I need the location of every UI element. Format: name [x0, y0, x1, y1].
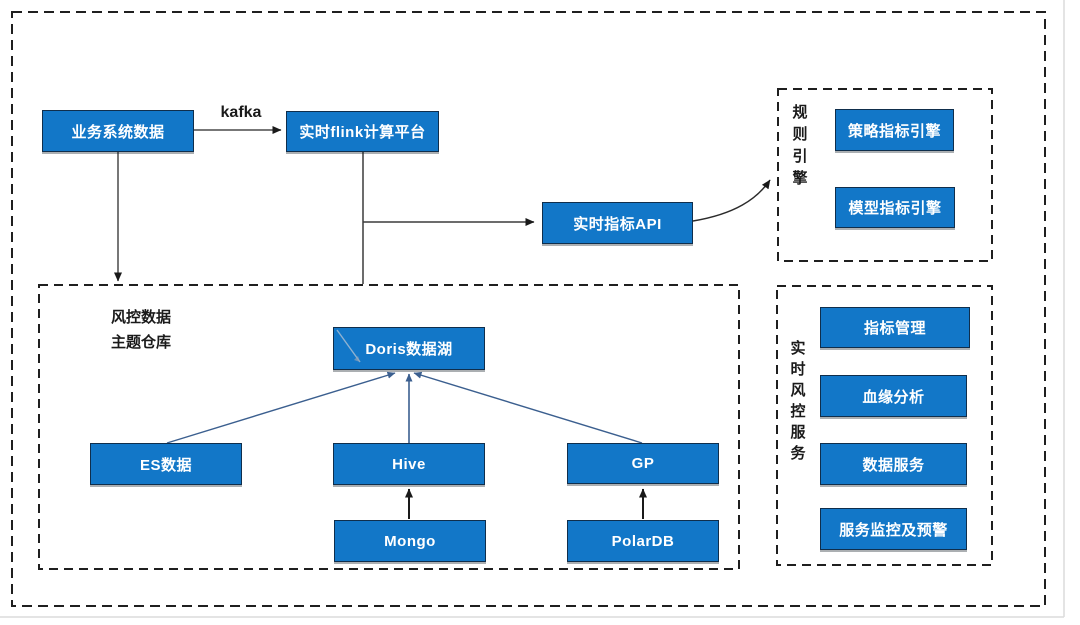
group-risk-warehouse-box: [38, 284, 740, 570]
node-polardb: PolarDB: [567, 520, 719, 562]
node-model-metric-engine: 模型指标引擎: [835, 187, 955, 228]
node-strategy-metric-engine: 策略指标引擎: [835, 109, 954, 151]
edge-label-kafka: kafka: [220, 104, 262, 121]
node-service-monitoring: 服务监控及预警: [820, 508, 967, 550]
node-es-data: ES数据: [90, 443, 242, 485]
node-hive: Hive: [333, 443, 485, 485]
node-lineage-analysis: 血缘分析: [820, 375, 967, 417]
outer-dashed-frame: [11, 11, 1046, 607]
group-realtime-risk-service-box: [776, 285, 993, 566]
node-gp: GP: [567, 443, 719, 484]
node-doris-data-lake: Doris数据湖: [333, 327, 485, 370]
group-label-realtime-risk-service: 实 时 风 控 服 务: [790, 340, 806, 462]
edge-api-to-rule-engine: [692, 179, 771, 222]
node-business-system-data: 业务系统数据: [42, 110, 194, 152]
node-mongo: Mongo: [334, 520, 486, 562]
group-rule-engine-box: [777, 88, 993, 262]
group-label-rule-engine: 规 则 引 擎: [792, 104, 808, 187]
edge-es-to-doris: [166, 371, 396, 444]
node-data-service: 数据服务: [820, 443, 967, 485]
node-realtime-metric-api: 实时指标API: [542, 202, 693, 244]
node-flink-platform: 实时flink计算平台: [286, 111, 439, 152]
group-label-risk-warehouse: 风控数据 主题仓库: [111, 309, 172, 351]
edge-gp-to-doris: [413, 371, 643, 444]
node-metric-management: 指标管理: [820, 307, 970, 348]
